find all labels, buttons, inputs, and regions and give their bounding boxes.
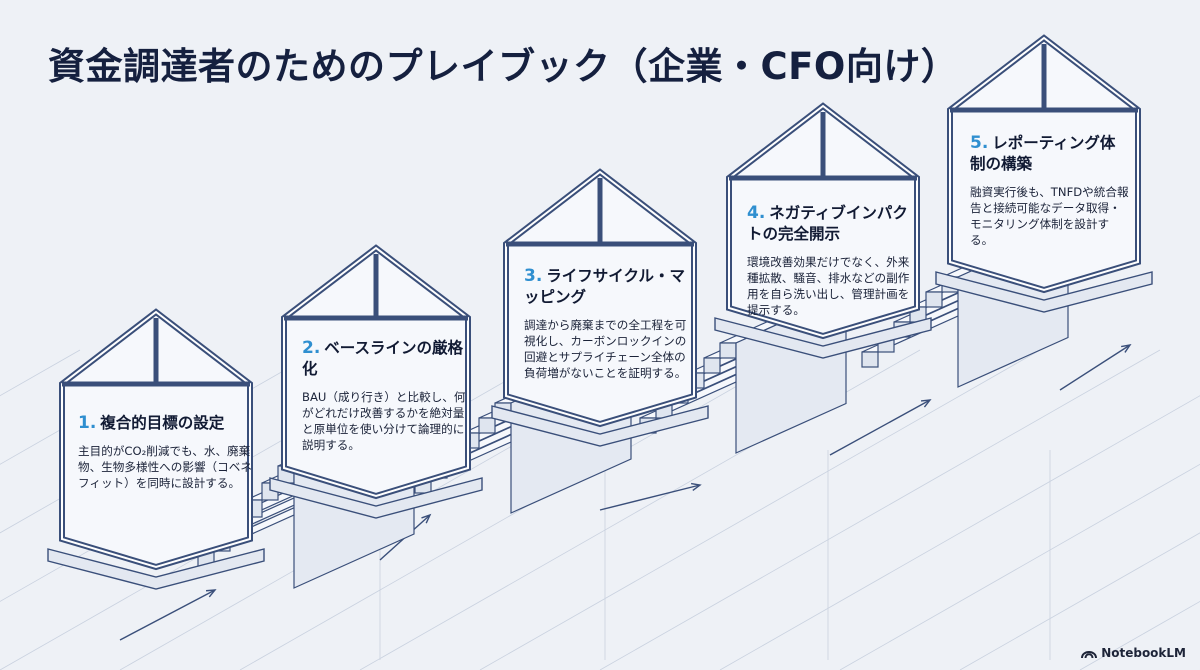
step-2-heading: 2.ベースラインの厳格化 <box>302 338 472 380</box>
house-frame <box>269 244 483 519</box>
brand-badge: NotebookLM <box>1081 646 1186 660</box>
stair-riser <box>719 342 737 359</box>
house-base <box>714 317 932 359</box>
house-base <box>269 477 483 519</box>
house-base <box>47 548 265 590</box>
house-frame <box>47 308 265 590</box>
step-1-title: 複合的目標の設定 <box>100 414 225 432</box>
stair-riser <box>925 291 943 308</box>
house-base <box>935 271 1153 313</box>
stair-riser <box>861 351 879 368</box>
step-card-4: 4.ネガティブインパクトの完全開示 環境改善効果だけでなく、外来種拡散、騒音、排… <box>747 203 915 318</box>
step-5-description: 融資実行後も、TNFDや統合報告と接続可能なデータ取得・モニタリング体制を設計す… <box>970 185 1129 247</box>
arrow-up-right-icon <box>119 589 217 641</box>
step-4-title: ネガティブインパクトの完全開示 <box>747 204 908 243</box>
notebooklm-logo-icon <box>1081 651 1098 659</box>
grid-line <box>839 463 1200 670</box>
step-5-title: レポーティング体制の構築 <box>970 134 1116 173</box>
step-5-heading: 5.レポーティング体制の構築 <box>970 133 1130 175</box>
house-frame <box>714 102 932 359</box>
arrow-up-right-icon <box>1059 344 1132 391</box>
step-4-heading: 4.ネガティブインパクトの完全開示 <box>747 203 915 245</box>
step-card-5: 5.レポーティング体制の構築 融資実行後も、TNFDや統合報告と接続可能なデータ… <box>970 133 1130 248</box>
step-4-description: 環境改善効果だけでなく、外来種拡散、騒音、排水などの副作用を自ら洗い出し、管理計… <box>747 255 910 317</box>
step-4-number: 4. <box>747 203 766 223</box>
house-base <box>491 405 709 447</box>
stair-riser <box>703 357 721 374</box>
grid-line <box>959 532 1200 670</box>
step-1-number: 1. <box>78 413 97 433</box>
step-2-number: 2. <box>302 338 321 358</box>
grid-line <box>479 349 1041 670</box>
brand-name: NotebookLM <box>1101 646 1186 660</box>
step-2-title: ベースラインの厳格化 <box>302 339 464 378</box>
step-3-number: 3. <box>524 266 543 286</box>
step-3-description: 調達から廃棄までの全工程を可視化し、カーボンロックインの回避とサプライチェーン全… <box>524 318 687 380</box>
house-frame <box>491 168 709 447</box>
arrow-up-right-icon <box>829 399 932 456</box>
step-1-description: 主目的がCO₂削減でも、水、廃棄物、生物多様性への影響（コベネフィット）を同時に… <box>78 444 252 490</box>
step-card-1: 1.複合的目標の設定 主目的がCO₂削減でも、水、廃棄物、生物多様性への影響（コ… <box>78 413 254 491</box>
stair-riser <box>478 417 496 434</box>
step-card-2: 2.ベースラインの厳格化 BAU（成り行き）と比較し、何がどれだけ改善するかを絶… <box>302 338 472 453</box>
house-frames <box>47 34 1153 590</box>
arrow-up-right-icon <box>599 482 702 511</box>
page-title: 資金調達者のためのプレイブック（企業・CFO向け） <box>48 45 959 88</box>
grid-line <box>1079 600 1200 670</box>
grid-line <box>599 349 1161 670</box>
grid-line <box>239 349 801 670</box>
house-frame <box>935 34 1153 313</box>
step-5-number: 5. <box>970 133 989 153</box>
step-card-3: 3.ライフサイクル・マッピング 調達から廃棄までの全工程を可視化し、カーボンロッ… <box>524 266 694 381</box>
grid-line <box>719 395 1200 670</box>
step-3-heading: 3.ライフサイクル・マッピング <box>524 266 694 308</box>
step-3-title: ライフサイクル・マッピング <box>524 267 686 306</box>
step-1-heading: 1.複合的目標の設定 <box>78 413 254 434</box>
step-2-description: BAU（成り行き）と比較し、何がどれだけ改善するかを絶対量と原単位を使い分けて論… <box>302 390 466 452</box>
